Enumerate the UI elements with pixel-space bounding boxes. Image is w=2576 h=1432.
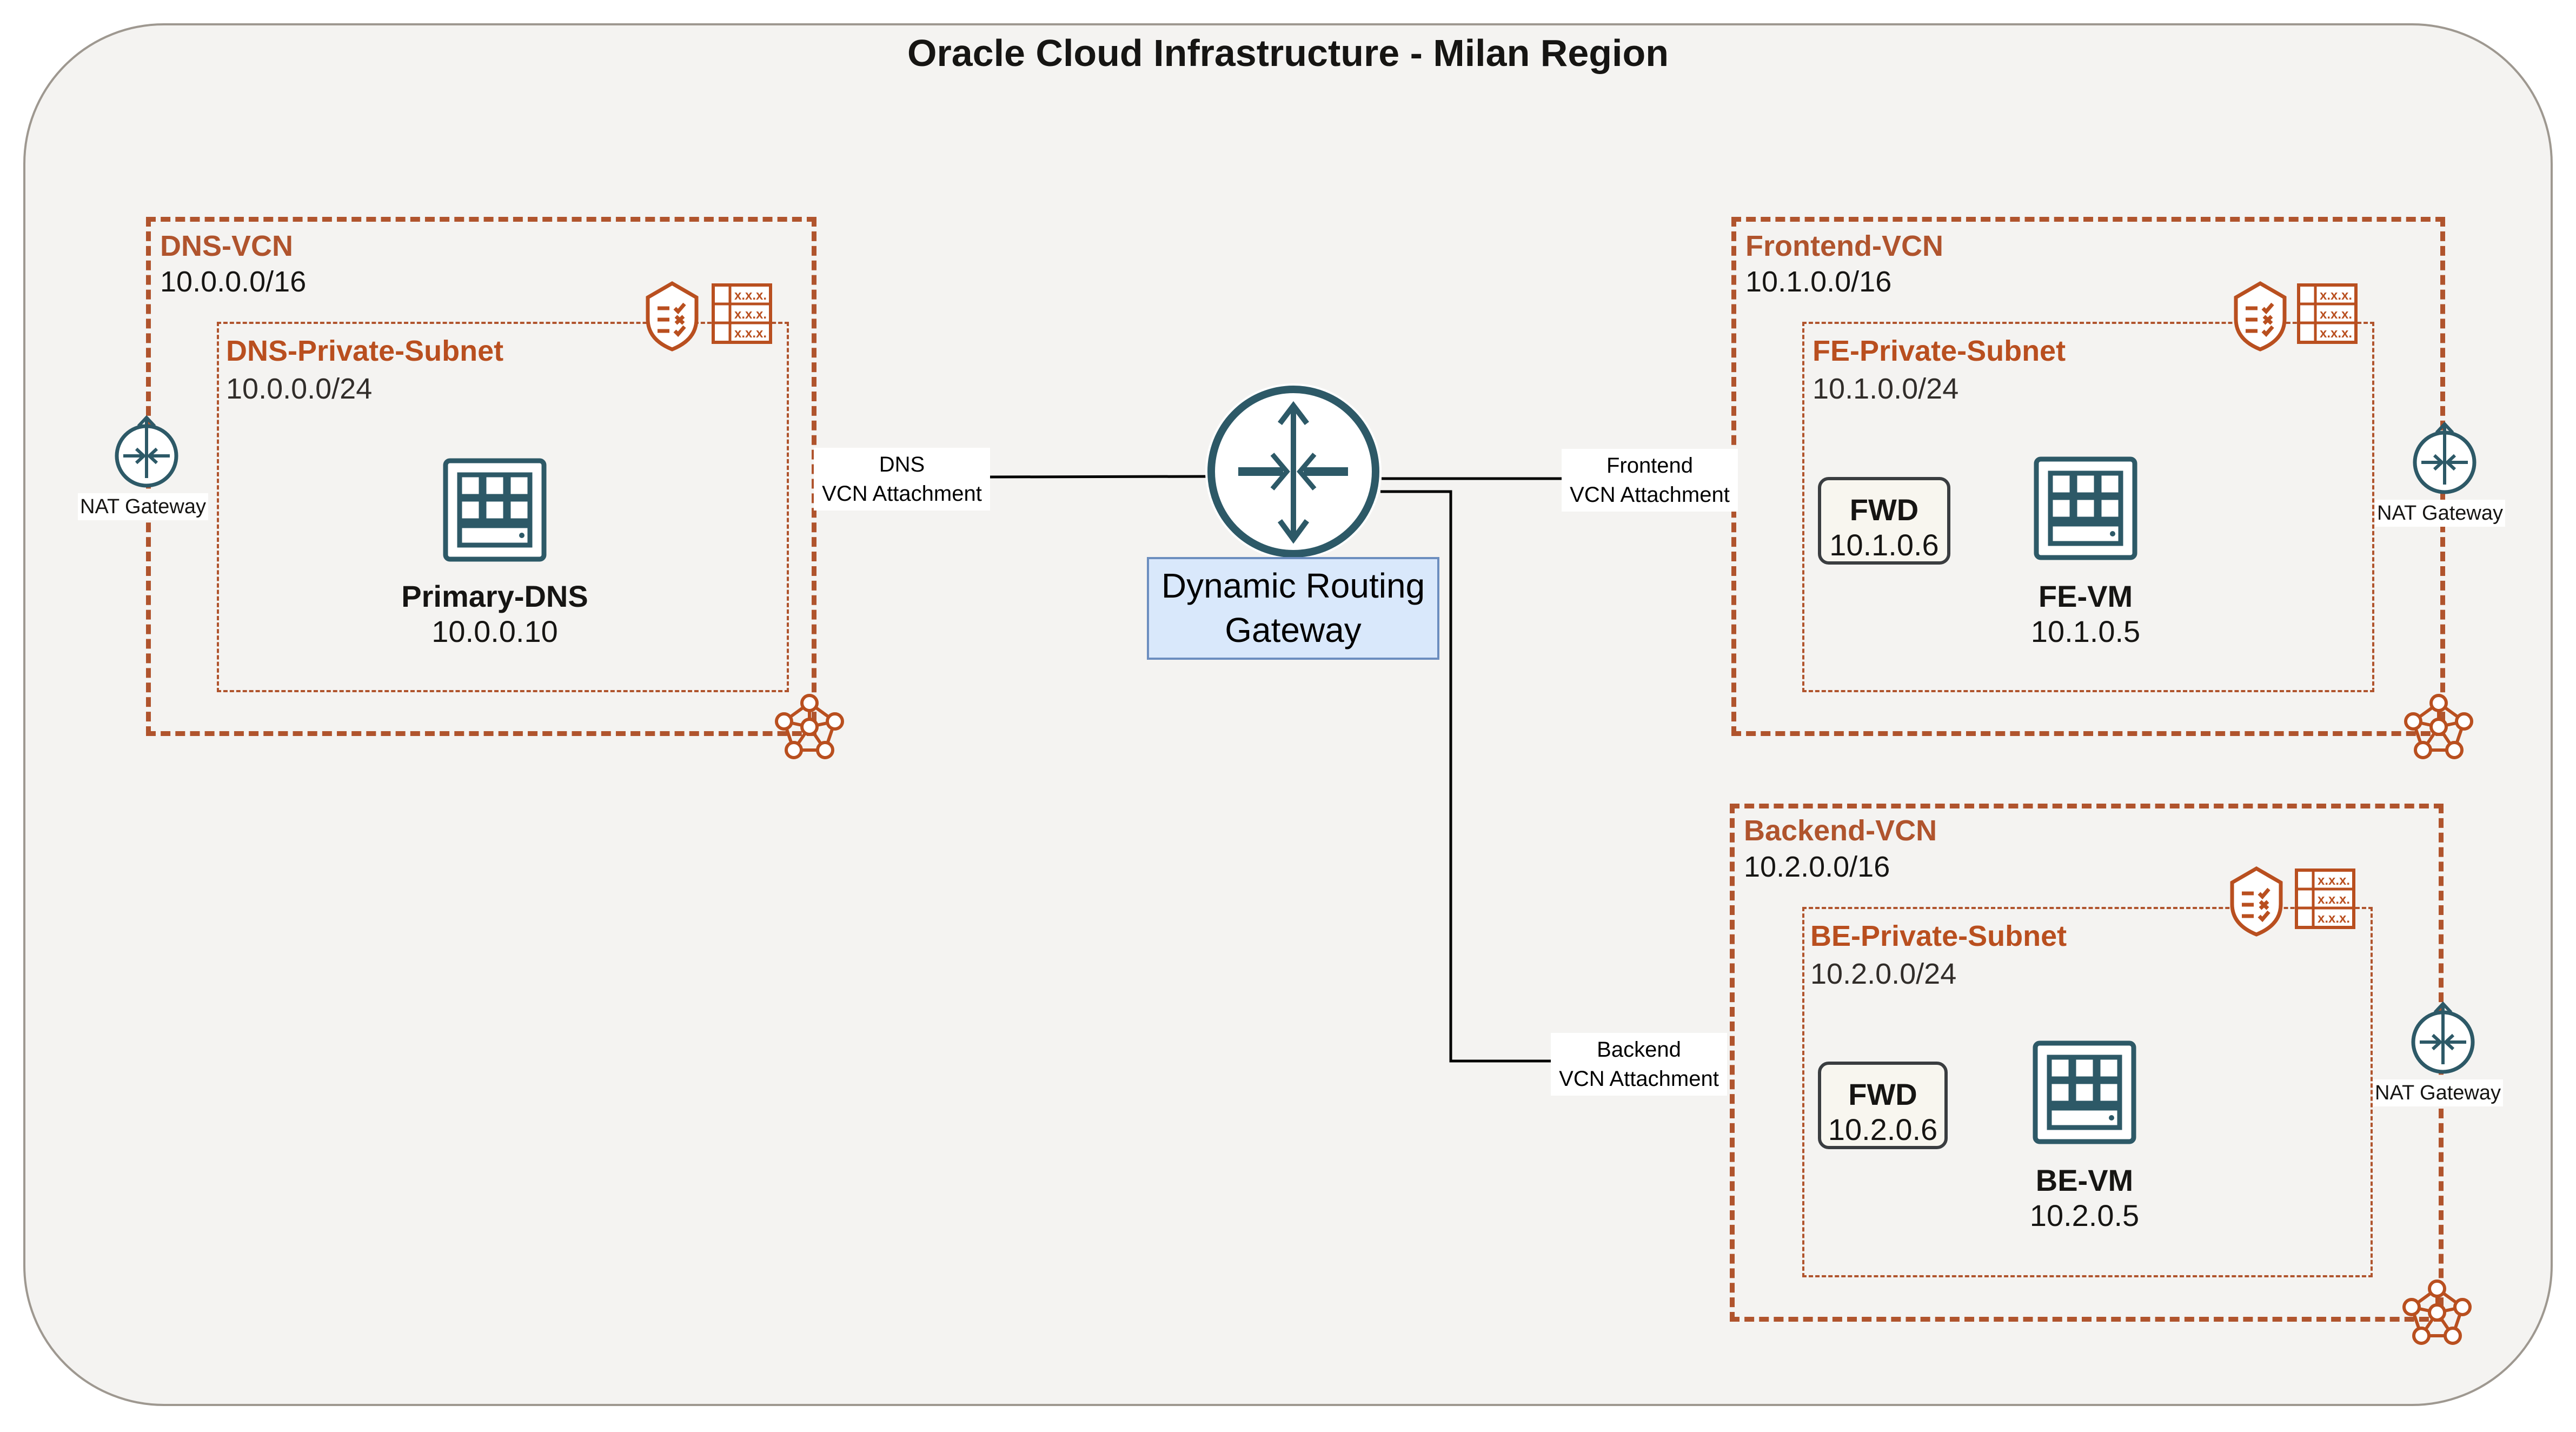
dns-attachment-line[interactable] <box>989 475 1209 479</box>
frontend-vcn-cidr: 10.1.0.0/16 <box>1745 266 1892 298</box>
vcn-icon <box>2402 1279 2472 1345</box>
backend-vcn-cidr: 10.2.0.0/16 <box>1744 851 1890 883</box>
be-subnet-name: BE-Private-Subnet <box>1810 920 2067 952</box>
attachment-line2: VCN Attachment <box>822 482 982 506</box>
dns-subnet-name: DNS-Private-Subnet <box>226 335 504 367</box>
fwd-box[interactable]: FWD 10.1.0.6 <box>1818 477 1950 565</box>
dns-subnet-box[interactable] <box>217 322 789 692</box>
attachment-line1: Frontend <box>1606 454 1694 478</box>
svg-text:x.x.x.: x.x.x. <box>2318 911 2350 926</box>
server-icon[interactable] <box>2033 1040 2136 1144</box>
vm-ip: 10.1.0.5 <box>2030 614 2141 648</box>
nat-gateway-label: NAT Gateway <box>2375 500 2506 527</box>
backend-attachment-line[interactable] <box>1380 490 1552 1063</box>
be-subnet-cidr: 10.2.0.0/24 <box>1810 958 1957 990</box>
vm-ip: 10.0.0.10 <box>431 614 558 648</box>
region-title: Oracle Cloud Infrastructure - Milan Regi… <box>907 32 1669 74</box>
security-list-icon <box>646 281 699 352</box>
dns-vcn-attachment-label[interactable]: DNS VCN Attachment <box>814 448 990 511</box>
dns-subnet-cidr: 10.0.0.0/24 <box>226 373 373 405</box>
svg-text:x.x.x.: x.x.x. <box>2318 892 2350 907</box>
fe-subnet-box[interactable] <box>1802 322 2374 692</box>
dynamic-routing-gateway-label[interactable]: Dynamic Routing Gateway <box>1147 557 1439 660</box>
vcn-icon <box>775 694 844 759</box>
dns-vcn-name: DNS-VCN <box>160 230 294 262</box>
attachment-line1: DNS <box>879 453 925 476</box>
vm-name: Primary-DNS <box>401 579 588 613</box>
svg-text:x.x.x.: x.x.x. <box>2320 326 2352 341</box>
backend-vcn-attachment-label[interactable]: Backend VCN Attachment <box>1551 1033 1727 1096</box>
nat-gateway-icon[interactable] <box>2409 421 2480 498</box>
frontend-vcn-name: Frontend-VCN <box>1745 230 1943 262</box>
server-icon[interactable] <box>2034 456 2137 560</box>
fwd-name: FWD <box>1849 493 1919 527</box>
fwd-box[interactable]: FWD 10.2.0.6 <box>1818 1062 1948 1149</box>
be-subnet-box[interactable] <box>1802 907 2373 1277</box>
route-table-icon: x.x.x. x.x.x. x.x.x. <box>2297 283 2358 344</box>
vm-name: FE-VM <box>2038 579 2133 613</box>
dns-vcn-cidr: 10.0.0.0/16 <box>160 266 307 298</box>
fe-subnet-cidr: 10.1.0.0/24 <box>1813 373 1959 405</box>
vm-ip: 10.2.0.5 <box>2029 1198 2140 1232</box>
svg-text:x.x.x.: x.x.x. <box>2320 288 2352 303</box>
attachment-line1: Backend <box>1597 1038 1681 1062</box>
svg-text:x.x.x.: x.x.x. <box>734 288 767 303</box>
svg-text:x.x.x.: x.x.x. <box>2318 873 2350 888</box>
dynamic-routing-gateway-icon[interactable] <box>1203 381 1384 562</box>
svg-text:x.x.x.: x.x.x. <box>734 326 767 341</box>
security-list-icon <box>2230 866 2283 937</box>
fwd-ip: 10.1.0.6 <box>1829 528 1939 562</box>
backend-vcn-name: Backend-VCN <box>1744 814 1937 847</box>
fe-subnet-name: FE-Private-Subnet <box>1813 335 2066 367</box>
nat-gateway-icon[interactable] <box>111 415 182 491</box>
attachment-line2: VCN Attachment <box>1570 483 1730 507</box>
svg-text:x.x.x.: x.x.x. <box>2320 307 2352 322</box>
nat-gateway-icon[interactable] <box>2408 1001 2478 1077</box>
vcn-icon <box>2404 694 2473 759</box>
vm-name: BE-VM <box>2035 1163 2134 1197</box>
nat-gateway-label: NAT Gateway <box>2373 1079 2504 1106</box>
fwd-ip: 10.2.0.6 <box>1828 1112 1938 1146</box>
svg-text:x.x.x.: x.x.x. <box>734 307 767 322</box>
frontend-vcn-attachment-label[interactable]: Frontend VCN Attachment <box>1562 449 1738 512</box>
drg-label-line1: Dynamic Routing <box>1161 566 1425 605</box>
server-icon[interactable] <box>443 458 547 562</box>
nat-gateway-label: NAT Gateway <box>78 493 209 520</box>
security-list-icon <box>2234 281 2287 352</box>
route-table-icon: x.x.x. x.x.x. x.x.x. <box>2295 869 2355 929</box>
attachment-line2: VCN Attachment <box>1559 1067 1719 1091</box>
region-container <box>23 23 2553 1406</box>
route-table-icon: x.x.x. x.x.x. x.x.x. <box>712 283 772 344</box>
drg-label-line2: Gateway <box>1225 611 1362 649</box>
fwd-name: FWD <box>1848 1077 1917 1111</box>
